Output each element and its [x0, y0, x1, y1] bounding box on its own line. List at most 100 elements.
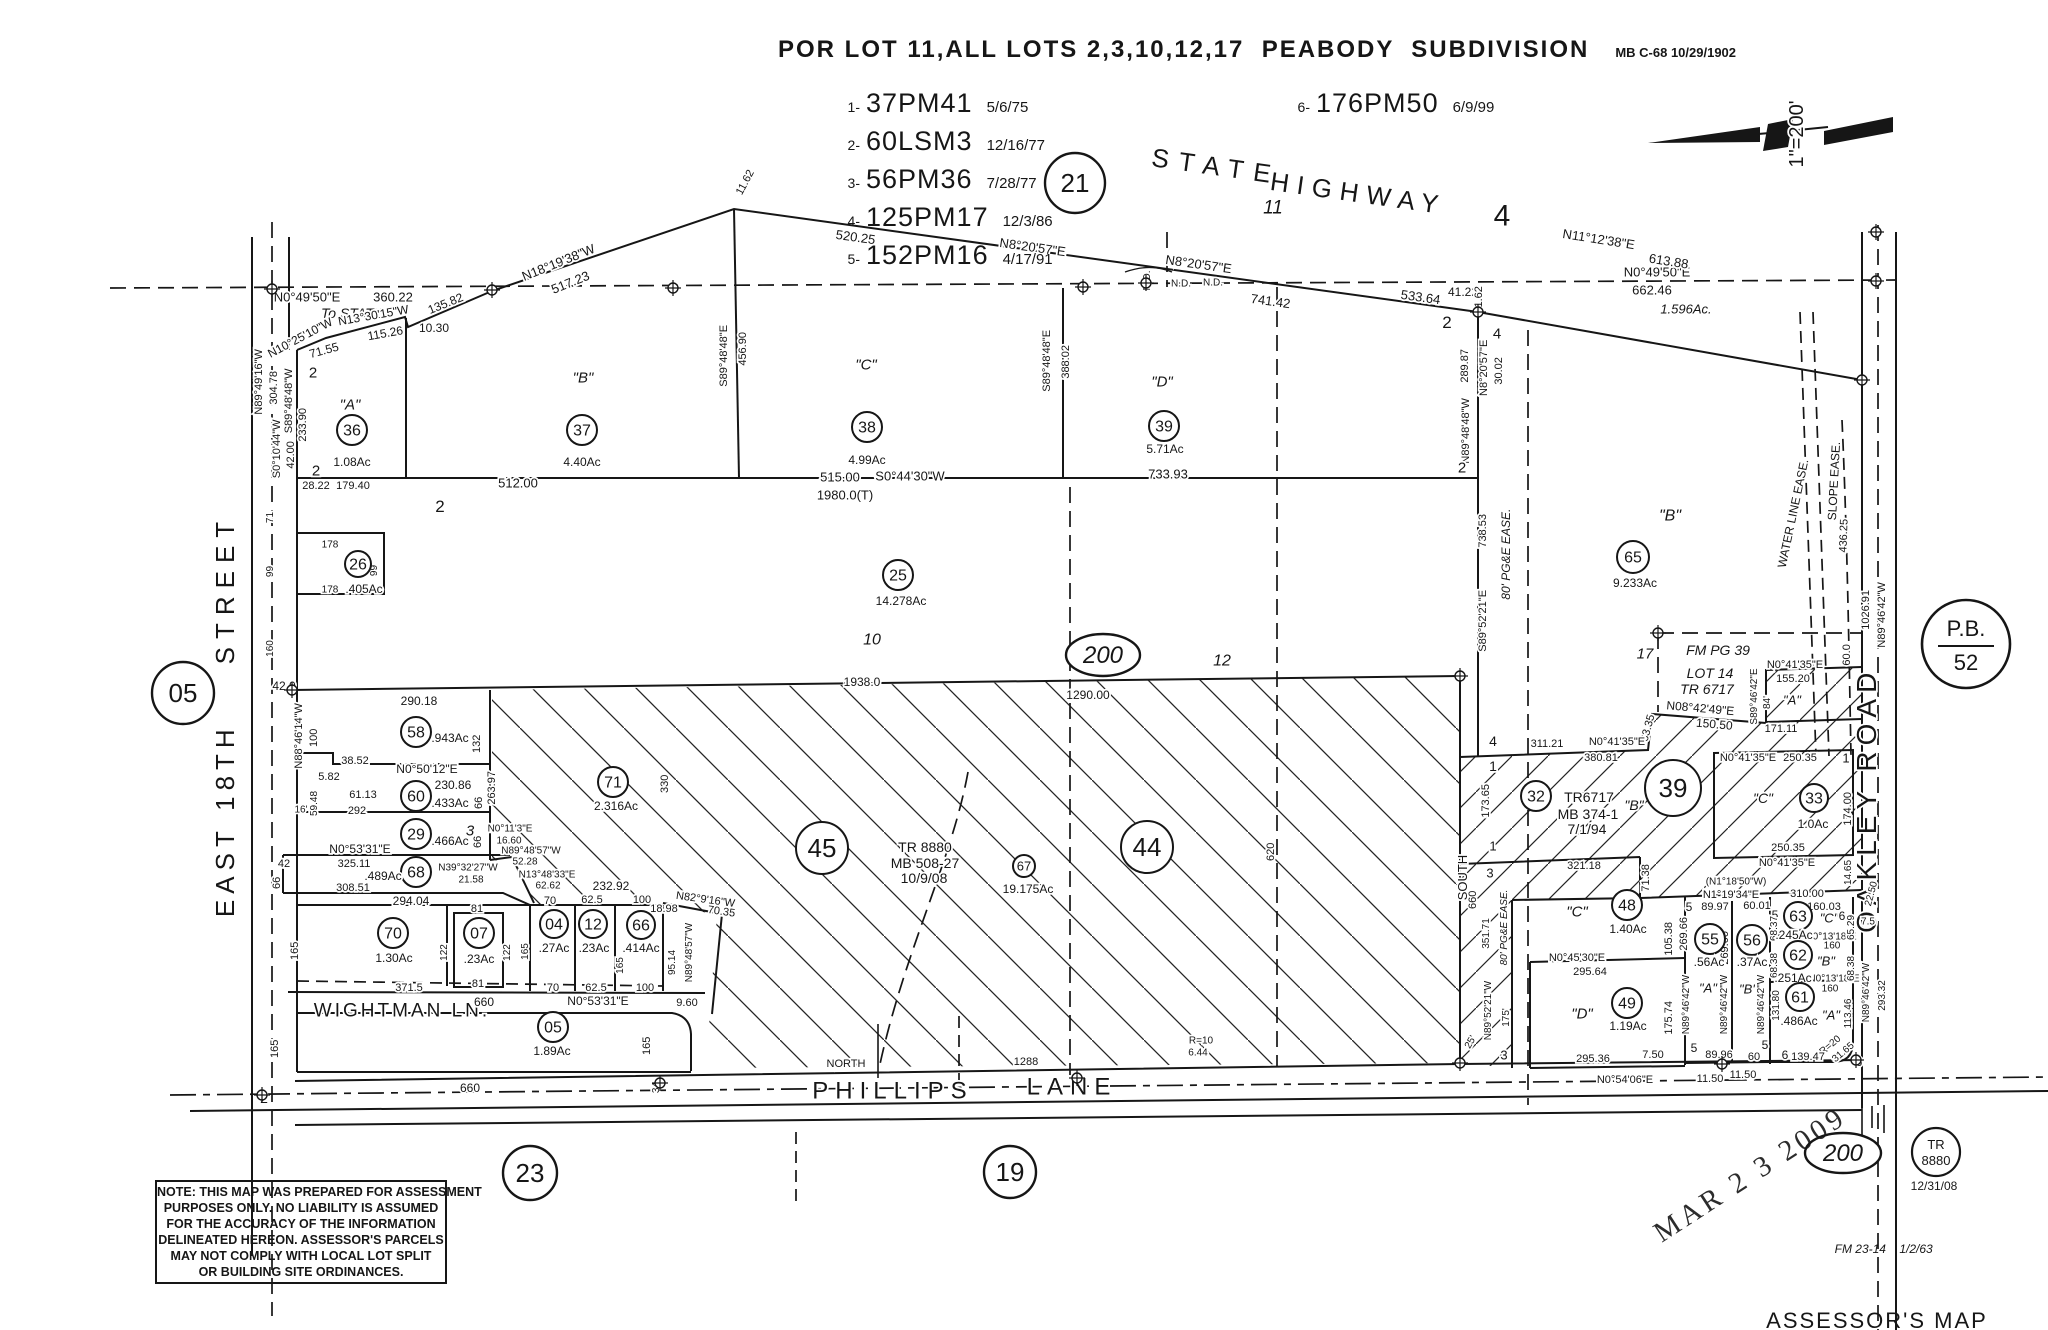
dimension-label: 14.65 [1843, 860, 1854, 885]
survey-point-marker [1075, 279, 1091, 295]
dimension-label: "A" [1699, 981, 1718, 996]
parcel-48: 481.40Ac [1608, 889, 1648, 938]
dimension-label: 42.00 [285, 441, 297, 469]
dimension-label: S89°46'42"E [1749, 668, 1760, 724]
parcel-32: 32 [1520, 780, 1552, 812]
dimension-label: 165 [289, 942, 301, 960]
dimension-label: 160.03 [1807, 901, 1841, 913]
dimension-label: 99 [265, 566, 276, 578]
dimension-label: N89°49'16"W [253, 349, 265, 415]
parcel-12: 12.23Ac [577, 909, 611, 957]
dimension-label: NORTH [827, 1058, 866, 1070]
hatch-west-strip [1460, 857, 1640, 1068]
dimension-label: 113.46 [1843, 998, 1854, 1028]
parcel-56: 56.37Ac [1735, 924, 1769, 971]
survey-point-marker [1650, 625, 1666, 641]
parcel-number: 37 [573, 423, 591, 440]
dimension-label: "B" [1739, 982, 1758, 997]
parcel-circle [1616, 540, 1650, 574]
street-or-area-label: WIGHTMAN LN. [314, 1001, 490, 1022]
section-oval-shape [1803, 1131, 1883, 1175]
parcel-acreage: .433Ac [431, 796, 468, 810]
dimension-label: "A" [340, 396, 361, 413]
parcel-acreage: 1.19Ac [1609, 1019, 1646, 1033]
dimension-label: "C" [1566, 903, 1588, 920]
parcel-circle [1611, 987, 1643, 1019]
page-book-badge: P.B.52 [1920, 598, 2012, 690]
dimension-label: 290.18 [401, 694, 438, 708]
parcel-number: 66 [632, 918, 650, 935]
parcel-circle [851, 411, 883, 443]
parcel-07: 07 .23Ac [462, 917, 496, 968]
dimension-label: 517.23 [549, 268, 591, 297]
dimension-label: N89°46'42"W [1681, 974, 1692, 1034]
dimension-label: 250.35 [1771, 842, 1805, 854]
parcel-60: 60 .433Ac [400, 780, 470, 812]
reference-date: 12/3/86 [1002, 213, 1053, 230]
dimension-label: 6.44 [1188, 1048, 1208, 1059]
dimension-label: 100 [633, 894, 651, 906]
assessment-note-box: NOTE: THIS MAP WAS PREPARED FOR ASSESSME… [155, 1180, 482, 1284]
dimension-label: 28.22 [302, 480, 330, 492]
tract-badge-tr: TR [1927, 1137, 1944, 1152]
parcel-circle [1736, 924, 1768, 956]
dimension-label: 662.46 [1632, 283, 1672, 298]
dimension-label: 250.35 [1783, 752, 1817, 764]
dimension-label: 6 [1782, 1048, 1789, 1062]
dimension-label: N0°41'35"E [1589, 736, 1645, 748]
reference-map-number: 176PM50 [1316, 88, 1439, 118]
dimension-label: 1938.0 [844, 675, 881, 689]
dimension-label: 12 [1213, 653, 1231, 670]
dimension-label: 160 [1824, 941, 1841, 952]
road-marker-05: 05 [150, 660, 216, 726]
dimension-label: To STATE [321, 305, 384, 321]
parcel-number: 65 [1624, 550, 1642, 567]
parcel-26: 26.405Ac [344, 550, 384, 598]
dimension-label: 9.60 [676, 997, 697, 1009]
dimension-label: 2 [312, 462, 320, 479]
parcel-circle [795, 821, 849, 875]
dimension-label: 41.22 [1448, 285, 1478, 299]
parcel-number: 44 [1133, 832, 1162, 862]
dimension-label: N.D. [1203, 278, 1223, 289]
dimension-label: 68.38 [1769, 953, 1780, 978]
parcel-number: 62 [1789, 948, 1807, 965]
dimension-label: 89.97 [1701, 901, 1729, 913]
survey-point-marker [1452, 1055, 1468, 1071]
dimension-label: R=10 [1189, 1036, 1214, 1047]
dimension-label: 160 [265, 640, 276, 657]
parcel-number: 07 [470, 926, 488, 943]
road-marker-number: 05 [169, 678, 198, 708]
survey-point-marker [1452, 668, 1468, 684]
reference-date: 5/6/75 [986, 99, 1029, 116]
dimension-label: 16.60 [496, 836, 521, 847]
road-marker-23: 23 [501, 1144, 559, 1202]
dimension-label: 3 [466, 822, 475, 839]
dimension-label: 105.38 [1663, 922, 1675, 956]
dimension-label: TR 8880 [898, 839, 952, 855]
dimension-label: N39°32'27"W [438, 863, 498, 874]
dimension-label: 60 [1748, 1051, 1760, 1063]
parcel-acreage: .23Ac [464, 952, 495, 966]
dimension-label: FM PG 39 [1686, 642, 1750, 658]
dimension-label: N8°20'57"E [1478, 340, 1490, 396]
parcel-68: 68.489Ac [363, 856, 432, 888]
parcel-66: 66.414Ac [621, 910, 661, 957]
dimension-label: 178 [322, 540, 339, 551]
parcel-45: 45 [795, 821, 849, 875]
dimension-label: N89°48'57"W [501, 846, 561, 857]
dimension-label: N0°50'12"E [396, 762, 457, 776]
parcel-acreage: .486Ac [1780, 1014, 1817, 1028]
parcel-number: 60 [407, 789, 425, 806]
dimension-label: 100 [636, 982, 654, 994]
parcel-44: 44 [1120, 820, 1174, 874]
dimension-label: TR 6717 [1680, 681, 1735, 697]
parcel-circle [1148, 410, 1180, 442]
parcel-circle [1520, 780, 1552, 812]
dimension-label: 741.42 [1250, 291, 1291, 311]
tract-badge-date: 12/31/08 [1911, 1179, 1958, 1193]
dimension-label: 150.50 [1695, 716, 1733, 733]
parcel-number: 25 [889, 568, 907, 585]
